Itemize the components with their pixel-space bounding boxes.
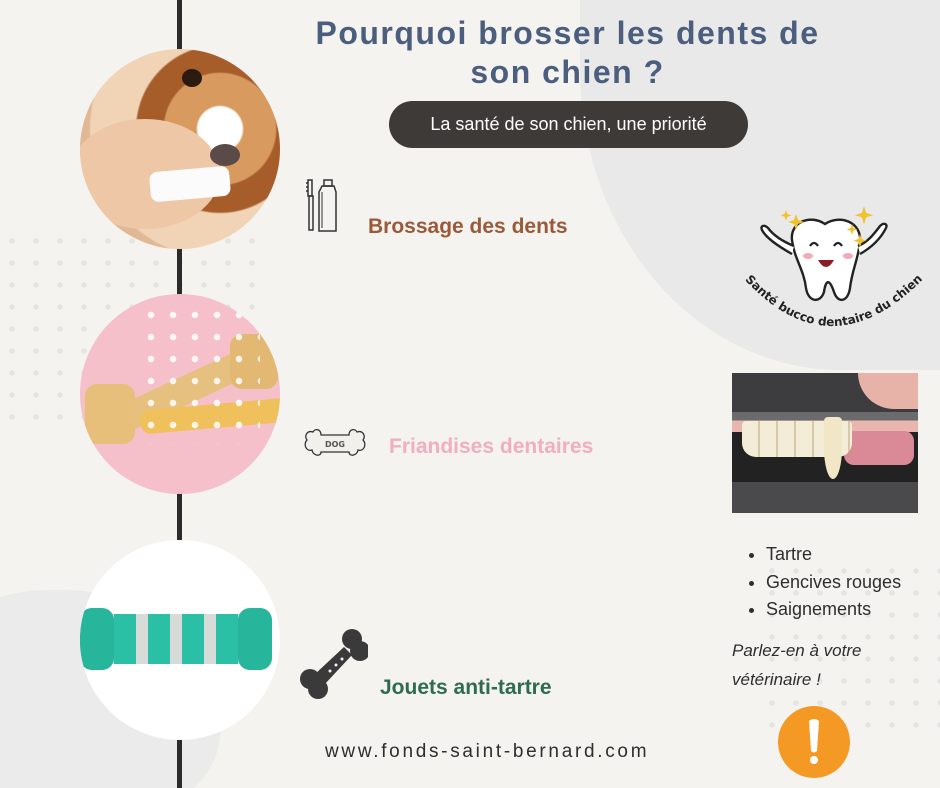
gum-shape bbox=[844, 431, 914, 465]
dog-tartar-teeth-photo bbox=[732, 373, 918, 513]
vet-advice-note: Parlez-en à votre vétérinaire ! bbox=[732, 636, 861, 694]
symptom-list: Tartre Gencives rouges Saignements bbox=[744, 541, 901, 624]
chew-bone-knot bbox=[85, 384, 135, 444]
note-line-2: vétérinaire ! bbox=[732, 670, 821, 689]
exclamation-icon bbox=[778, 706, 850, 778]
fang-shape bbox=[824, 417, 842, 479]
spiky-bone-toy-icon bbox=[300, 627, 370, 704]
symptom-item: Gencives rouges bbox=[766, 569, 901, 597]
svg-text:DOG: DOG bbox=[325, 440, 345, 449]
dot-overlay bbox=[140, 304, 260, 444]
website-url[interactable]: www.fonds-saint-bernard.com bbox=[325, 741, 650, 762]
timeline-item-treats: DOG Friandises dentaires bbox=[303, 428, 593, 465]
item-label: Brossage des dents bbox=[368, 214, 568, 238]
dental-chew-bones-photo bbox=[80, 294, 280, 494]
title-line-1: Pourquoi brosser les dents de bbox=[315, 15, 820, 51]
dental-toy-end bbox=[238, 608, 272, 670]
dog-nose bbox=[210, 144, 240, 166]
item-label: Jouets anti-tartre bbox=[380, 675, 552, 699]
item-label: Friandises dentaires bbox=[389, 434, 594, 458]
finger-shape bbox=[858, 373, 918, 409]
toothbrush-toothpaste-icon bbox=[302, 178, 340, 239]
symptom-item: Saignements bbox=[766, 596, 901, 624]
note-line-1: Parlez-en à votre bbox=[732, 641, 862, 660]
subtitle-pill: La santé de son chien, une priorité bbox=[389, 101, 748, 148]
dental-toy-end bbox=[80, 608, 114, 670]
background-dot-pattern bbox=[760, 560, 940, 740]
dog-bone-biscuit-icon: DOG bbox=[303, 428, 367, 465]
timeline-item-brushing: Brossage des dents bbox=[302, 178, 568, 239]
dog-eye bbox=[182, 69, 202, 87]
title-line-2: son chien ? bbox=[470, 54, 665, 90]
dog-finger-brush-photo bbox=[80, 49, 280, 249]
tooth-health-badge: Santé bucco dentaire du chien bbox=[730, 200, 940, 345]
subtitle-text: La santé de son chien, une priorité bbox=[430, 114, 707, 134]
timeline-item-toys: Jouets anti-tartre bbox=[300, 627, 552, 704]
symptom-item: Tartre bbox=[766, 541, 901, 569]
page-title: Pourquoi brosser les dents de son chien … bbox=[300, 14, 835, 92]
teal-dental-toy-photo bbox=[80, 540, 280, 740]
finger-brush bbox=[148, 165, 232, 203]
